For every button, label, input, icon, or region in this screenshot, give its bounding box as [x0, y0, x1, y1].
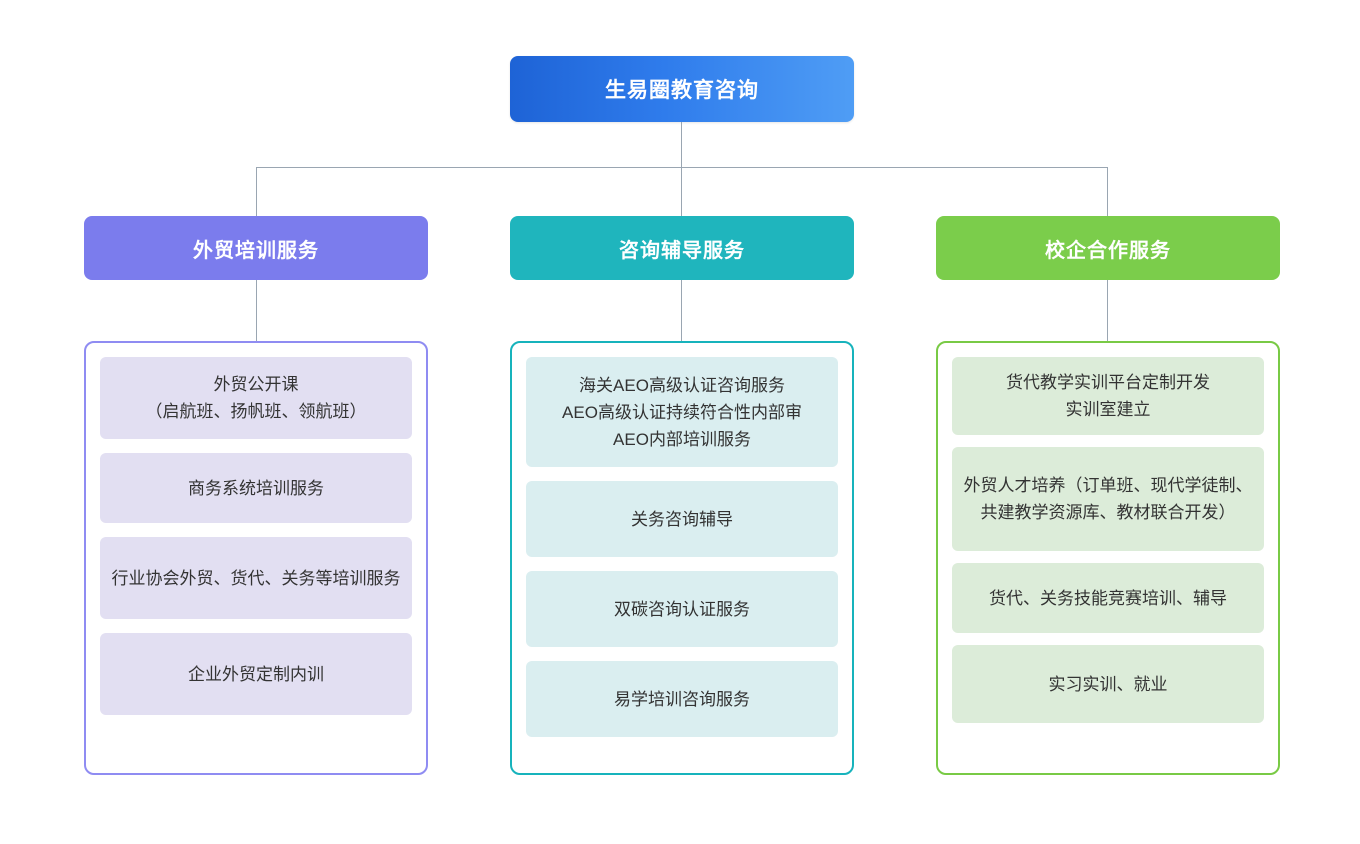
branch-column-2: 咨询辅导服务 海关AEO高级认证咨询服务 AEO高级认证持续符合性内部审 AEO…	[510, 216, 854, 775]
connector-header-body-2	[681, 280, 683, 342]
list-item[interactable]: 双碳咨询认证服务	[526, 571, 838, 647]
list-item[interactable]: 商务系统培训服务	[100, 453, 412, 523]
branch-header-2-label: 咨询辅导服务	[619, 239, 745, 262]
list-item[interactable]: 货代教学实训平台定制开发 实训室建立	[952, 357, 1264, 435]
branch-header-1-label: 外贸培训服务	[193, 239, 319, 262]
list-item[interactable]: 外贸公开课 （启航班、扬帆班、领航班）	[100, 357, 412, 439]
branch-header-2[interactable]: 咨询辅导服务	[510, 216, 854, 280]
list-item[interactable]: 企业外贸定制内训	[100, 633, 412, 715]
branch-body-2: 海关AEO高级认证咨询服务 AEO高级认证持续符合性内部审 AEO内部培训服务 …	[510, 341, 854, 775]
list-item[interactable]: 实习实训、就业	[952, 645, 1264, 723]
branch-header-3-label: 校企合作服务	[1045, 239, 1171, 262]
list-item[interactable]: 货代、关务技能竞赛培训、辅导	[952, 563, 1264, 633]
list-item[interactable]: 外贸人才培养（订单班、现代学徒制、共建教学资源库、教材联合开发）	[952, 447, 1264, 551]
list-item[interactable]: 行业协会外贸、货代、关务等培训服务	[100, 537, 412, 619]
connector-drop-branch-2	[681, 167, 683, 217]
branch-header-3[interactable]: 校企合作服务	[936, 216, 1280, 280]
branch-body-3: 货代教学实训平台定制开发 实训室建立 外贸人才培养（订单班、现代学徒制、共建教学…	[936, 341, 1280, 775]
list-item[interactable]: 关务咨询辅导	[526, 481, 838, 557]
root-node-label: 生易圈教育咨询	[605, 79, 759, 102]
root-node[interactable]: 生易圈教育咨询	[510, 56, 854, 122]
list-item[interactable]: 海关AEO高级认证咨询服务 AEO高级认证持续符合性内部审 AEO内部培训服务	[526, 357, 838, 467]
connector-header-body-3	[1107, 280, 1109, 342]
connector-drop-branch-1	[256, 167, 258, 217]
list-item[interactable]: 易学培训咨询服务	[526, 661, 838, 737]
connector-root-stem	[681, 122, 683, 168]
branch-body-1: 外贸公开课 （启航班、扬帆班、领航班） 商务系统培训服务 行业协会外贸、货代、关…	[84, 341, 428, 775]
connector-header-body-1	[256, 280, 258, 342]
connector-drop-branch-3	[1107, 167, 1109, 217]
branch-column-3: 校企合作服务 货代教学实训平台定制开发 实训室建立 外贸人才培养（订单班、现代学…	[936, 216, 1280, 775]
branch-column-1: 外贸培训服务 外贸公开课 （启航班、扬帆班、领航班） 商务系统培训服务 行业协会…	[84, 216, 428, 775]
branch-header-1[interactable]: 外贸培训服务	[84, 216, 428, 280]
